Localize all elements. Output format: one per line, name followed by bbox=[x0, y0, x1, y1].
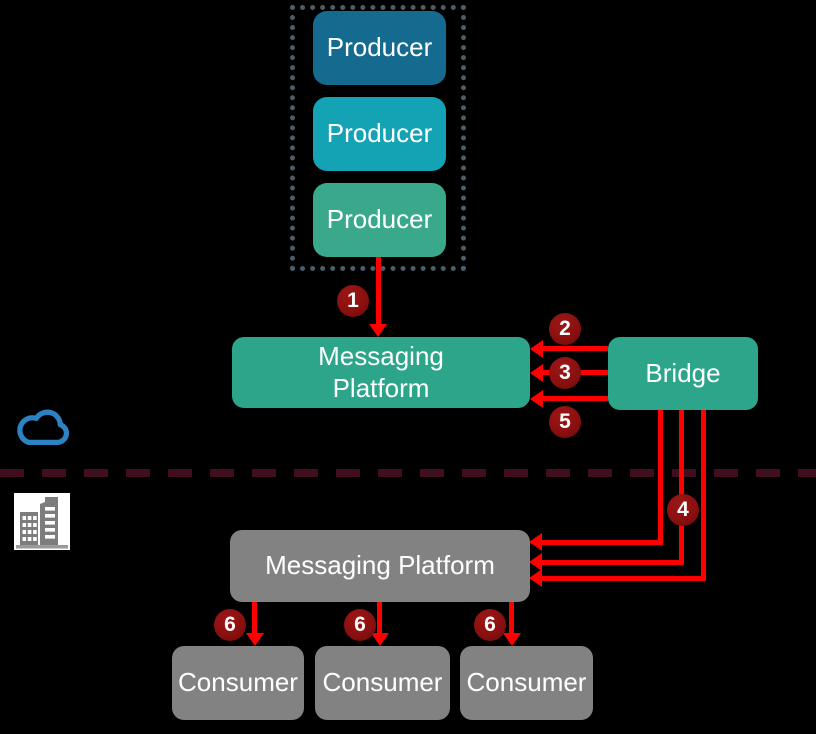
consumer-box-1: Consumer bbox=[172, 646, 304, 720]
producer-label: Producer bbox=[326, 118, 433, 149]
flow-arrow-step4b-head bbox=[529, 553, 542, 571]
producer-label: Producer bbox=[326, 204, 433, 235]
step-badge-1: 1 bbox=[337, 285, 369, 317]
step-number: 3 bbox=[559, 361, 571, 384]
step-number: 1 bbox=[347, 289, 359, 312]
step-badge-6c: 6 bbox=[474, 609, 506, 641]
consumer-label: Consumer bbox=[466, 667, 587, 698]
flow-arrow-step4c-horizontal bbox=[542, 576, 706, 581]
label-line-2: Platform bbox=[332, 372, 430, 403]
messaging-platform-cloud-label: Messaging Platform bbox=[318, 341, 444, 403]
flow-arrow-step6c-head bbox=[503, 633, 521, 646]
bridge-box: Bridge bbox=[608, 337, 758, 410]
flow-arrow-step1-shaft bbox=[376, 257, 381, 325]
flow-arrow-step4a-vertical bbox=[658, 405, 663, 545]
flow-arrow-step6b-head bbox=[371, 633, 389, 646]
step-badge-2: 2 bbox=[549, 313, 581, 345]
flow-arrow-step4a-head bbox=[529, 533, 542, 551]
flow-arrow-step4b-horizontal bbox=[542, 560, 684, 565]
flow-arrow-step5-head bbox=[530, 390, 543, 408]
step-badge-6b: 6 bbox=[344, 609, 376, 641]
bridge-label: Bridge bbox=[645, 357, 721, 388]
flow-arrow-step4a-horizontal bbox=[542, 540, 663, 545]
producer-label: Producer bbox=[326, 32, 433, 63]
flow-arrow-step1-head bbox=[369, 324, 387, 337]
flow-arrow-step6a-shaft bbox=[252, 602, 257, 634]
flow-arrow-step2-head bbox=[530, 340, 543, 358]
flow-arrow-step6b-shaft bbox=[377, 602, 382, 634]
flow-arrow-step3-head bbox=[530, 364, 543, 382]
producer-box-2: Producer bbox=[313, 97, 446, 171]
messaging-platform-cloud-box: Messaging Platform bbox=[232, 337, 530, 408]
step-badge-5: 5 bbox=[549, 406, 581, 438]
step-number: 6 bbox=[484, 613, 496, 636]
step-number: 6 bbox=[224, 613, 236, 636]
messaging-platform-onprem-label: Messaging Platform bbox=[265, 550, 495, 581]
cloud-onprem-divider bbox=[0, 469, 816, 477]
label-line-1: Messaging bbox=[318, 341, 444, 372]
flow-arrow-step6a-head bbox=[246, 633, 264, 646]
step-number: 6 bbox=[354, 613, 366, 636]
messaging-platform-onprem-box: Messaging Platform bbox=[230, 530, 530, 602]
step-number: 4 bbox=[677, 498, 689, 521]
flow-arrow-step4c-head bbox=[529, 569, 542, 587]
step-badge-3: 3 bbox=[549, 357, 581, 389]
step-number: 2 bbox=[559, 317, 571, 340]
flow-arrow-step5-shaft bbox=[543, 396, 608, 401]
cloud-icon bbox=[17, 409, 70, 445]
flow-arrow-step2-shaft bbox=[543, 346, 608, 351]
consumer-label: Consumer bbox=[178, 667, 298, 698]
step-number: 5 bbox=[559, 410, 571, 433]
consumer-box-2: Consumer bbox=[315, 646, 450, 720]
step-badge-4: 4 bbox=[667, 494, 699, 526]
building-icon bbox=[14, 493, 70, 550]
step-badge-6a: 6 bbox=[214, 609, 246, 641]
producer-box-1: Producer bbox=[313, 11, 446, 85]
producer-box-3: Producer bbox=[313, 183, 446, 257]
flow-arrow-step4b-vertical bbox=[679, 405, 684, 565]
consumer-box-3: Consumer bbox=[460, 646, 593, 720]
consumer-label: Consumer bbox=[322, 667, 443, 698]
flow-arrow-step4c-vertical bbox=[701, 405, 706, 581]
flow-arrow-step6c-shaft bbox=[509, 602, 514, 634]
